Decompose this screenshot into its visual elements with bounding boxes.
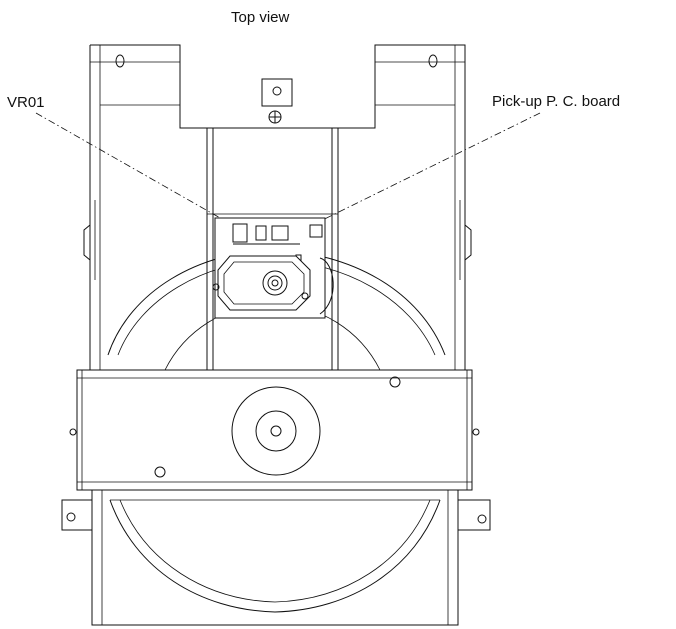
view-title: Top view [231, 9, 290, 26]
leader-line-pickup-board [287, 112, 541, 238]
bottom-plate [69, 369, 480, 491]
outer-chassis [83, 44, 472, 370]
leader-line-vr01 [35, 112, 237, 228]
top-tab [261, 78, 293, 124]
chassis-screw-holes [115, 54, 438, 68]
callout-label-pickup-board: Pick-up P. C. board [492, 93, 620, 110]
pickup-pc-board [212, 217, 334, 319]
spindle-hub [231, 386, 321, 476]
sled-rails [206, 128, 339, 370]
callout-label-vr01: VR01 [7, 94, 45, 111]
lower-tray [61, 490, 491, 626]
